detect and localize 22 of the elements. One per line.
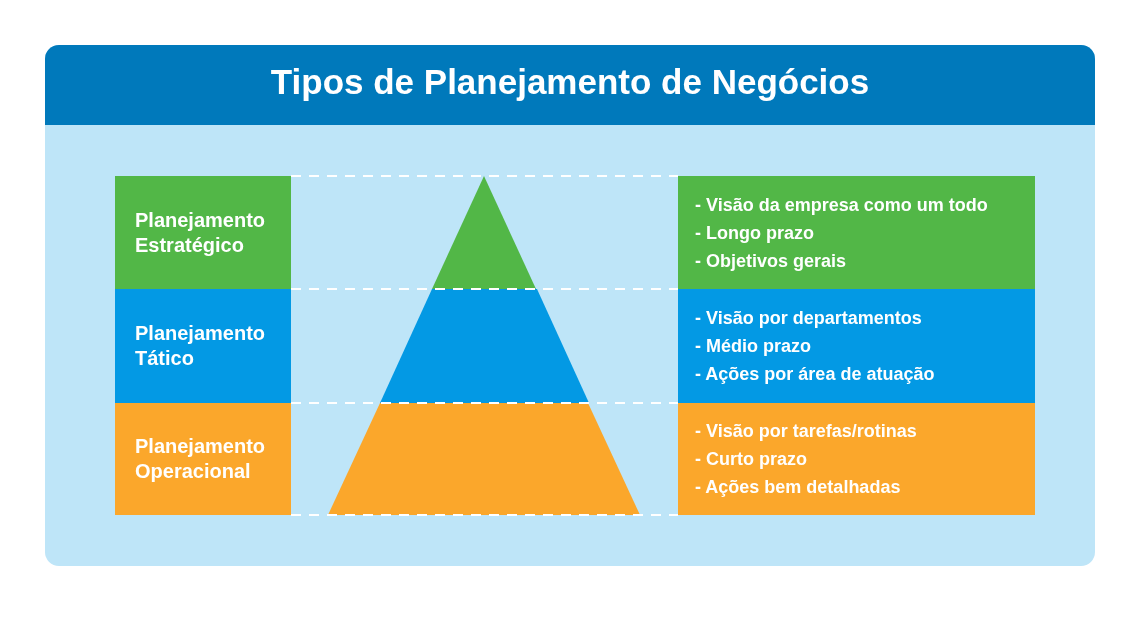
list-item: - Longo prazo [695, 221, 815, 245]
list-item: - Curto prazo [695, 448, 808, 471]
level-box [115, 289, 291, 403]
level-label: Planejamento Estratégico [135, 207, 267, 258]
level-box [115, 403, 291, 515]
description-box [678, 403, 1035, 515]
level-box [115, 176, 291, 289]
list-item: - Visão por departamentos [695, 307, 923, 330]
list-item: - Visão por tarefas/rotinas [695, 420, 918, 443]
level-label: Planejamento Tático [135, 321, 267, 371]
title: Tipos de Planejamento de Negócios [270, 63, 870, 99]
list-item: - Ações por área de atuação [695, 363, 936, 386]
list-item: - Ações bem detalhadas [695, 476, 902, 499]
description-box [678, 176, 1035, 289]
description-box [678, 289, 1035, 403]
pyramid-top-layer [432, 176, 536, 289]
level-label: Planejamento Operacional [135, 434, 267, 484]
pyramid-middle-layer [380, 289, 589, 403]
pyramid-base-layer [328, 403, 640, 515]
list-item: - Objetivos gerais [695, 249, 848, 273]
list-item: - Visão da empresa como um todo [695, 193, 989, 217]
list-item: - Médio prazo [695, 335, 812, 358]
